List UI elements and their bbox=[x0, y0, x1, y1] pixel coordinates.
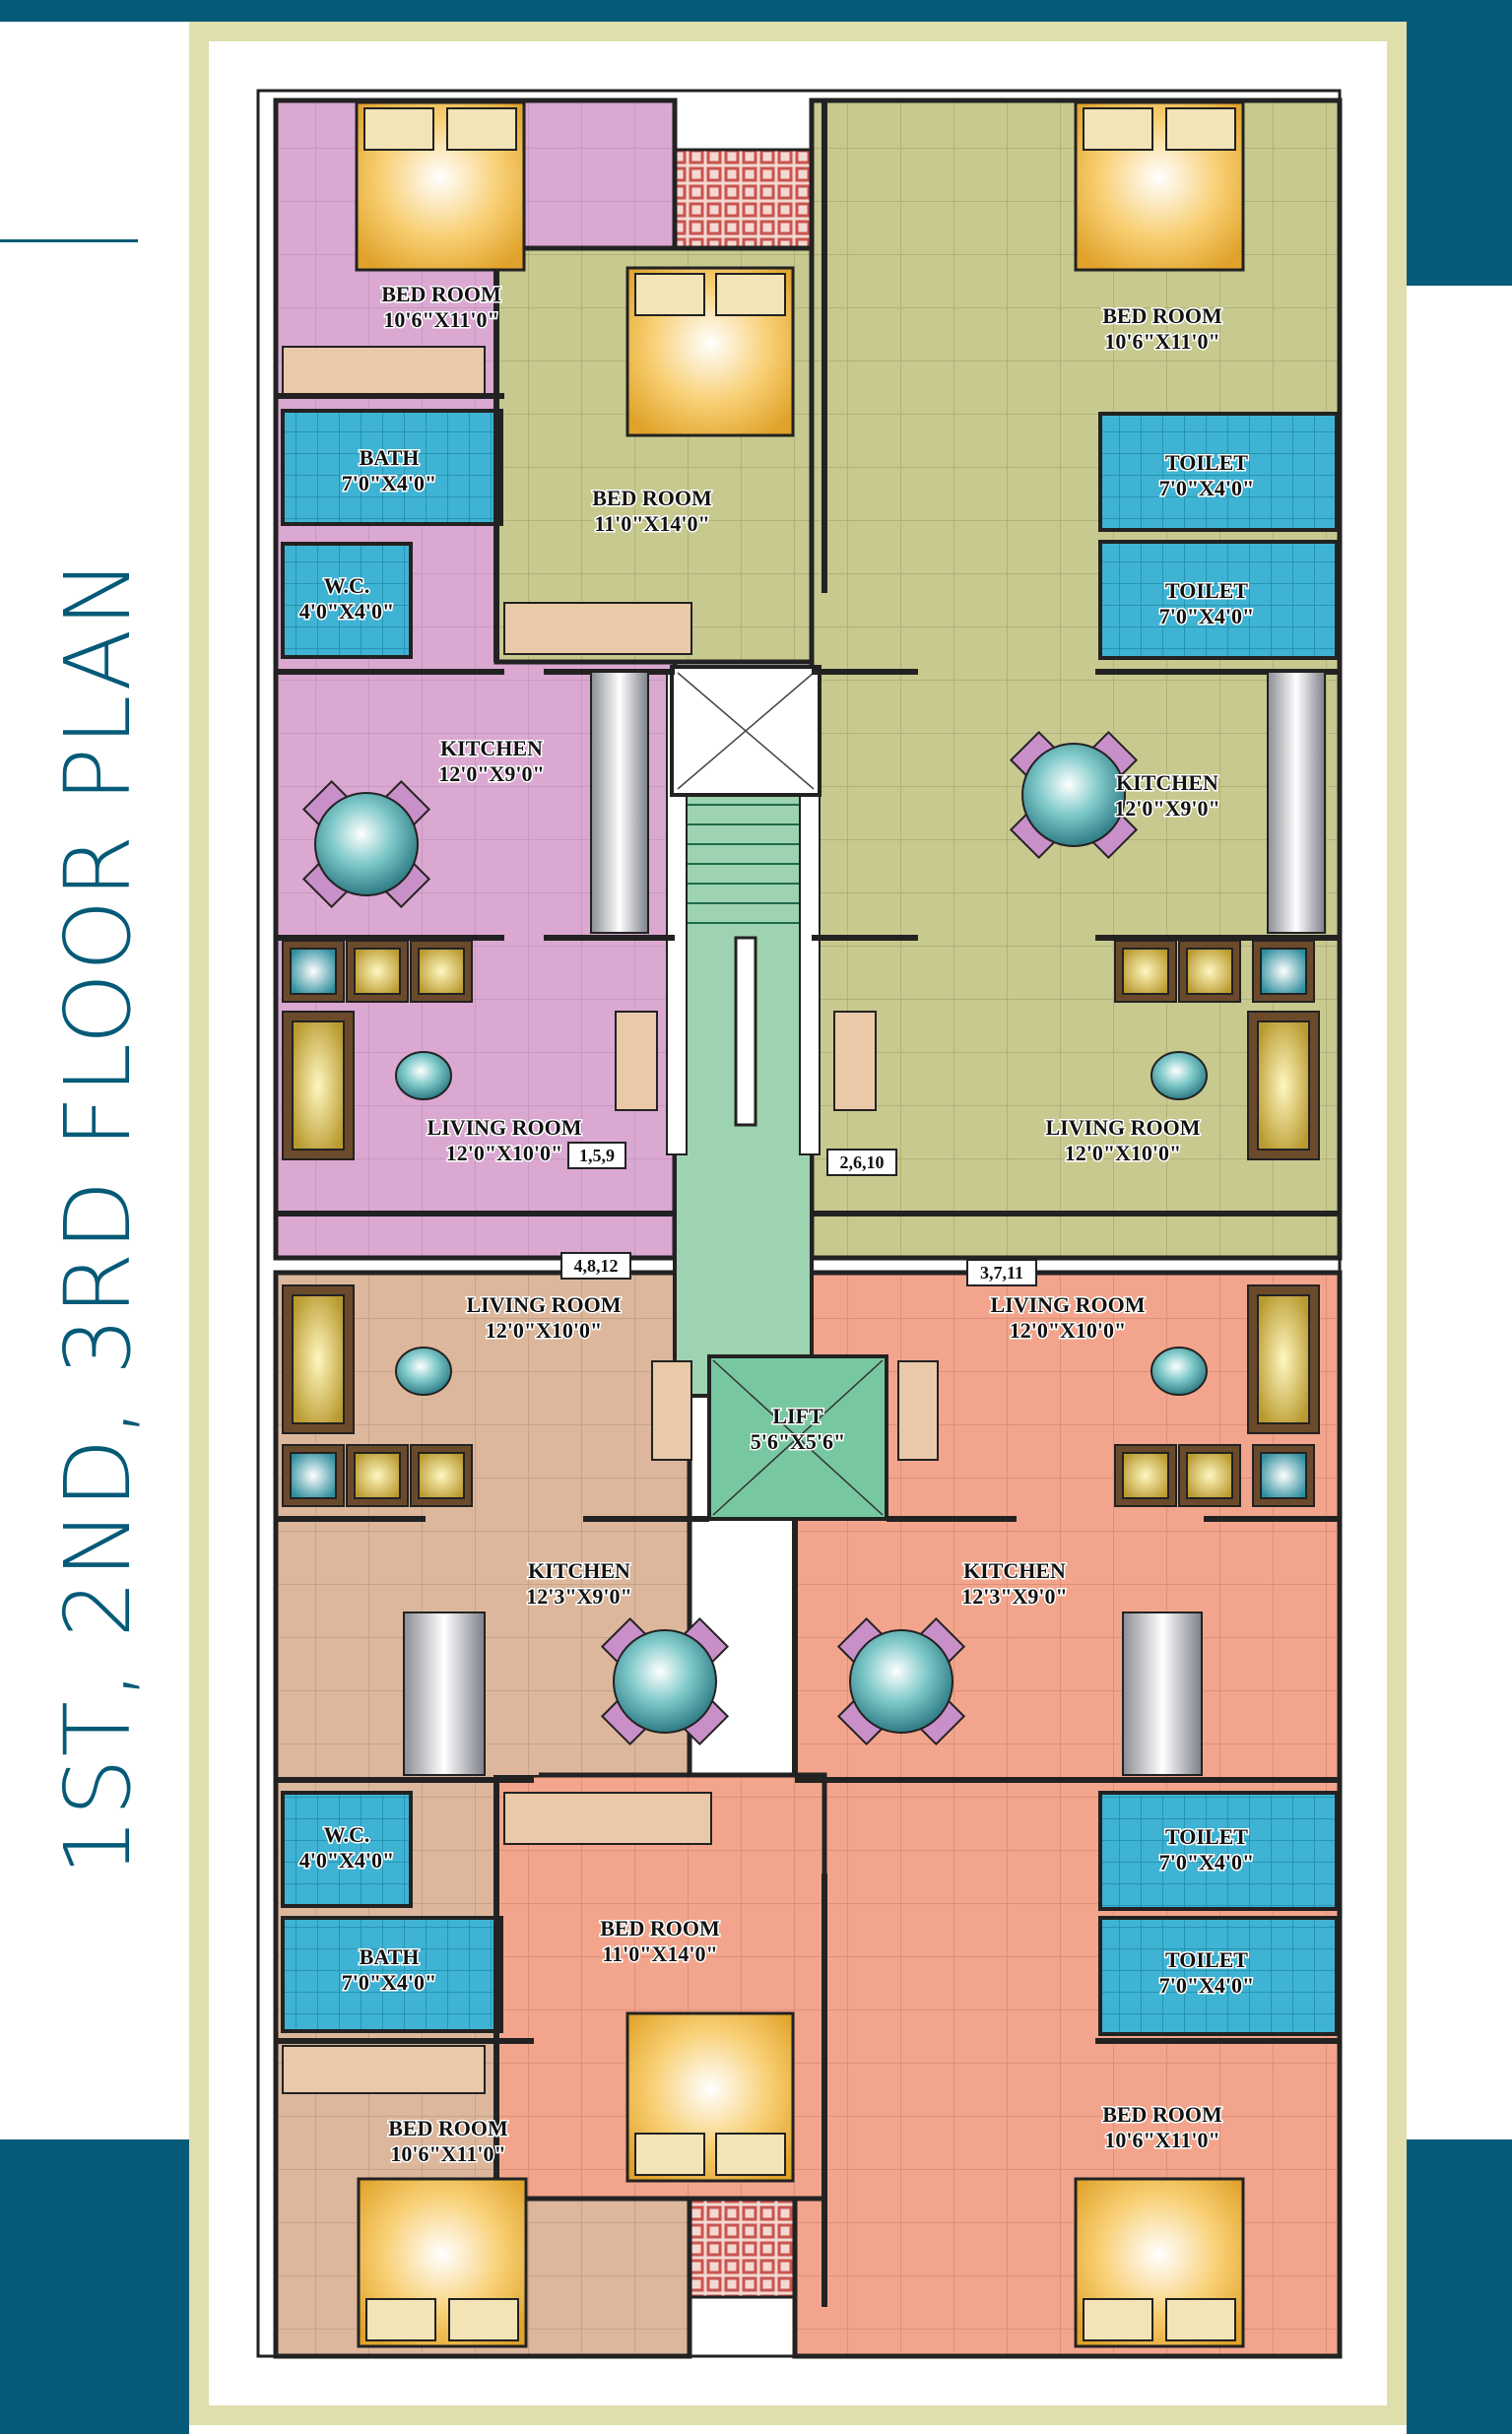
bed-bc-size: 11'0"X14'0" bbox=[602, 1941, 717, 1966]
flat-tag-tr: 2,6,10 bbox=[826, 1149, 897, 1176]
bottom-right-band bbox=[1407, 2139, 1512, 2434]
svg-text:1,5,9: 1,5,9 bbox=[579, 1146, 615, 1165]
svg-text:4,8,12: 4,8,12 bbox=[574, 1256, 619, 1276]
bed-bc-name: BED ROOM bbox=[600, 1916, 720, 1941]
toilet-br1-name: TOILET bbox=[1165, 1824, 1248, 1849]
wc-bl-size: 4'0"X4'0" bbox=[299, 1848, 395, 1873]
bed-tc-name: BED ROOM bbox=[592, 486, 712, 510]
bath-tl-size: 7'0"X4'0" bbox=[342, 471, 437, 495]
bed-tc-size: 11'0"X14'0" bbox=[594, 511, 709, 536]
wc-tl-size: 4'0"X4'0" bbox=[299, 599, 395, 624]
living-bl-size: 12'0"X10'0" bbox=[486, 1318, 603, 1343]
lift-name: LIFT bbox=[772, 1404, 823, 1428]
kitchen-tl-name: KITCHEN bbox=[440, 736, 543, 760]
coffee-table-icons bbox=[395, 1051, 1208, 1396]
wc-bl bbox=[281, 1791, 413, 1908]
bed-tr-name: BED ROOM bbox=[1102, 303, 1222, 328]
kitchen-bl-size: 12'3"X9'0" bbox=[526, 1584, 632, 1609]
bed-tl-size: 10'6"X11'0" bbox=[383, 307, 498, 332]
toilet-tr2 bbox=[1098, 540, 1339, 660]
bed-icons bbox=[355, 100, 1245, 2348]
toilet-br2 bbox=[1098, 1916, 1339, 2036]
svg-text:3,7,11: 3,7,11 bbox=[980, 1263, 1023, 1283]
plan-sheet: 1,5,9 2,6,10 4,8,12 3,7,11 BED ROOM 10'6… bbox=[209, 41, 1387, 2405]
living-br-size: 12'0"X10'0" bbox=[1010, 1318, 1127, 1343]
svg-text:2,6,10: 2,6,10 bbox=[840, 1152, 885, 1172]
floor-plan: 1,5,9 2,6,10 4,8,12 3,7,11 BED ROOM 10'6… bbox=[256, 89, 1343, 2359]
kitchen-br-size: 12'3"X9'0" bbox=[961, 1584, 1068, 1609]
bed-tr-size: 10'6"X11'0" bbox=[1104, 329, 1219, 354]
bath-tl-name: BATH bbox=[360, 445, 420, 470]
toilet-tr2-size: 7'0"X4'0" bbox=[1159, 604, 1255, 628]
top-band bbox=[0, 0, 1512, 22]
bed-br-size: 10'6"X11'0" bbox=[1104, 2128, 1219, 2152]
bath-tl bbox=[281, 409, 503, 526]
toilet-br1-size: 7'0"X4'0" bbox=[1159, 1850, 1255, 1875]
flat-tag-tl: 1,5,9 bbox=[567, 1142, 626, 1169]
toilet-br2-name: TOILET bbox=[1165, 1947, 1248, 1972]
kitchen-tr-size: 12'0"X9'0" bbox=[1114, 796, 1220, 821]
wc-tl bbox=[281, 542, 413, 659]
kitchen-tl-size: 12'0"X9'0" bbox=[438, 761, 545, 786]
wardrobe-icons bbox=[282, 346, 712, 2094]
bed-br-name: BED ROOM bbox=[1102, 2102, 1222, 2127]
bath-bl-name: BATH bbox=[360, 1944, 420, 1969]
top-left-band bbox=[0, 0, 189, 22]
wc-bl-name: W.C. bbox=[324, 1822, 370, 1847]
wc-tl-name: W.C. bbox=[324, 573, 370, 598]
room-labels: BED ROOM 10'6"X11'0" BATH 7'0"X4'0" W.C.… bbox=[297, 281, 1256, 2168]
toilet-tr1 bbox=[1098, 412, 1339, 532]
kitchen-bl-name: KITCHEN bbox=[528, 1558, 630, 1583]
stair-railing bbox=[734, 936, 757, 1127]
bed-bl-size: 10'6"X11'0" bbox=[390, 2141, 505, 2166]
toilet-tr2-name: TOILET bbox=[1165, 578, 1248, 603]
bath-bl bbox=[281, 1916, 503, 2033]
door-icons bbox=[615, 1011, 939, 1461]
page-title: 1ST, 2ND, 3RD FLOOR PLAN bbox=[45, 557, 151, 1876]
flat-tag-br: 3,7,11 bbox=[966, 1259, 1037, 1286]
kitchen-br-name: KITCHEN bbox=[963, 1558, 1066, 1583]
lift-size: 5'6"X5'6" bbox=[751, 1429, 846, 1454]
living-tr-name: LIVING ROOM bbox=[1045, 1115, 1200, 1140]
armchair-icons bbox=[282, 940, 1315, 1507]
bath-bl-size: 7'0"X4'0" bbox=[342, 1970, 437, 1995]
living-tr-size: 12'0"X10'0" bbox=[1065, 1141, 1182, 1165]
kitchen-tr-name: KITCHEN bbox=[1116, 770, 1218, 795]
bed-bl-name: BED ROOM bbox=[388, 2116, 508, 2140]
living-bl-name: LIVING ROOM bbox=[466, 1292, 621, 1317]
living-tl-name: LIVING ROOM bbox=[427, 1115, 581, 1140]
divider-line bbox=[0, 239, 138, 242]
toilet-br2-size: 7'0"X4'0" bbox=[1159, 1973, 1255, 1998]
living-tl-size: 12'0"X10'0" bbox=[446, 1141, 563, 1165]
living-br-name: LIVING ROOM bbox=[990, 1292, 1145, 1317]
flat-tag-bl: 4,8,12 bbox=[560, 1252, 631, 1280]
toilet-tr1-name: TOILET bbox=[1165, 450, 1248, 475]
bottom-left-band bbox=[0, 2139, 189, 2434]
top-right-band bbox=[1407, 0, 1512, 286]
bed-tl-name: BED ROOM bbox=[381, 282, 501, 306]
dining-table-icons bbox=[301, 730, 1139, 1746]
sliding-door-icons bbox=[403, 671, 1326, 1776]
sofa-icons bbox=[282, 1011, 1320, 1434]
toilet-br1 bbox=[1098, 1791, 1339, 1911]
toilet-tr1-size: 7'0"X4'0" bbox=[1159, 476, 1255, 500]
